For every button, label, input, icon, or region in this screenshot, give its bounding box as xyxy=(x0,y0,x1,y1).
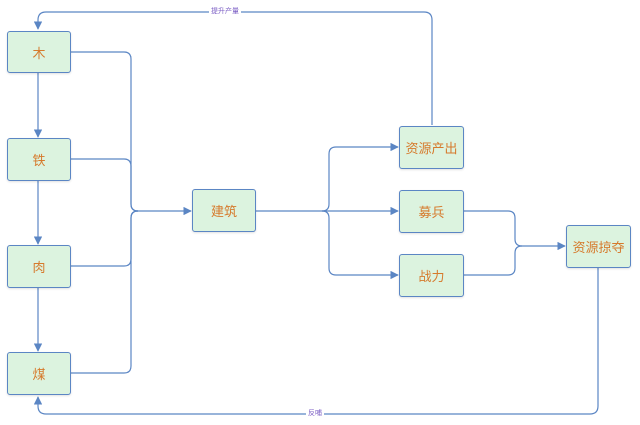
edge-building-combat-power xyxy=(321,210,399,280)
edge-combat-plunder xyxy=(464,245,523,276)
edge-output-to-wood xyxy=(33,11,433,125)
edge-plunder-to-coal xyxy=(33,268,599,415)
node-combat-power[interactable]: 战力 xyxy=(399,254,464,297)
node-meat[interactable]: 肉 xyxy=(7,245,71,288)
node-recruit[interactable]: 募兵 xyxy=(399,190,464,233)
node-resource-output[interactable]: 资源产出 xyxy=(399,126,464,169)
node-building[interactable]: 建筑 xyxy=(192,189,256,232)
edge-label-feedback: 反哺 xyxy=(306,409,324,418)
node-resource-plunder[interactable]: 资源掠夺 xyxy=(566,225,631,268)
edge-meat-building xyxy=(71,210,139,267)
node-wood[interactable]: 木 xyxy=(7,31,71,73)
edge-building-resource-output xyxy=(321,142,399,212)
edge-recruit-plunder xyxy=(464,210,523,247)
edge-wood-building xyxy=(71,51,139,212)
edge-coal-building xyxy=(71,210,139,374)
edge-label-increase-output: 提升产量 xyxy=(209,7,241,16)
node-iron[interactable]: 铁 xyxy=(7,138,71,181)
node-coal[interactable]: 煤 xyxy=(7,352,71,395)
edge-iron-building xyxy=(71,158,139,212)
